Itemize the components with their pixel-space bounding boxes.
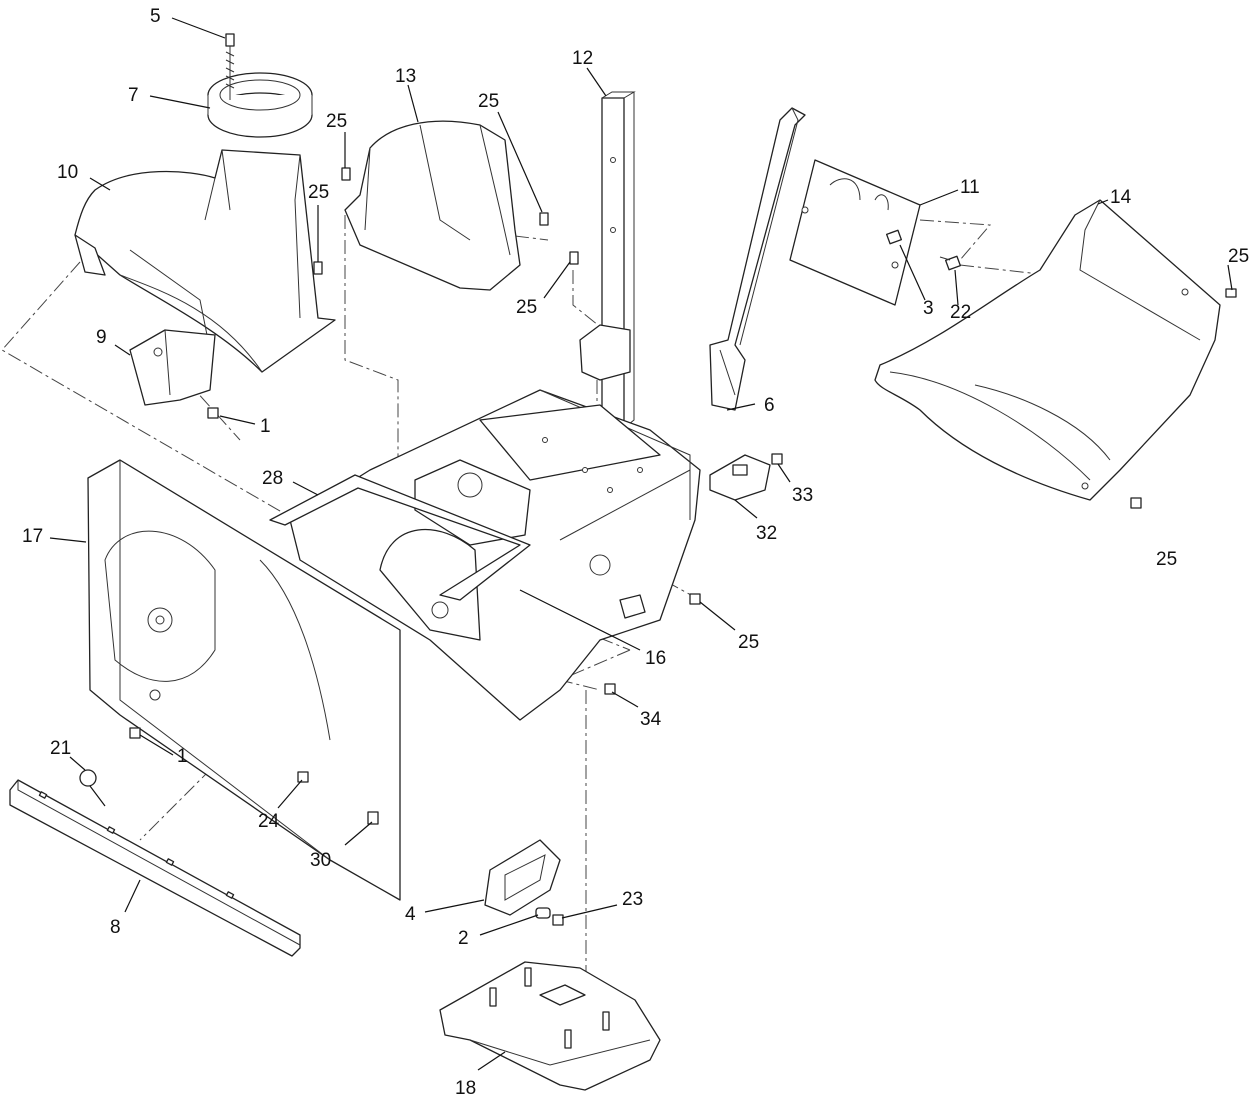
callout-13: 13 xyxy=(395,66,416,87)
main-frame xyxy=(289,389,701,721)
callout-28: 28 xyxy=(262,468,283,489)
callout-11: 11 xyxy=(960,177,980,198)
callout-18: 18 xyxy=(455,1078,476,1099)
callout-labels: 5 7 10 25 25 9 1 13 25 25 12 11 14 25 3 … xyxy=(22,6,1249,1099)
base-frame xyxy=(439,961,661,1091)
bracket-32 xyxy=(709,454,771,501)
callout-3: 3 xyxy=(923,298,934,319)
callout-17: 17 xyxy=(22,526,43,547)
fasteners xyxy=(79,167,1237,926)
belt-cover xyxy=(344,120,521,291)
callout-12: 12 xyxy=(572,48,593,69)
mounting-plate xyxy=(789,159,921,306)
callout-8: 8 xyxy=(110,917,121,938)
callout-1: 1 xyxy=(260,416,271,437)
discharge-chute xyxy=(74,149,336,373)
frame-gasket xyxy=(269,474,531,601)
callout-4: 4 xyxy=(405,904,416,925)
callout-25: 25 xyxy=(308,182,329,203)
auger-housing xyxy=(87,459,401,901)
callout-25: 25 xyxy=(1228,246,1249,267)
skid-shoe xyxy=(484,839,561,916)
callout-6: 6 xyxy=(764,395,775,416)
callout-1: 1 xyxy=(177,746,188,767)
callout-23: 23 xyxy=(622,889,643,910)
leader-lines xyxy=(49,17,1233,1071)
chute-deflector xyxy=(129,329,216,406)
scraper-bar xyxy=(9,779,301,957)
callout-7: 7 xyxy=(128,85,139,106)
side-shield xyxy=(874,199,1221,501)
callout-25: 25 xyxy=(738,632,759,653)
callout-30: 30 xyxy=(310,850,331,871)
handle-tube xyxy=(579,91,636,429)
callout-34: 34 xyxy=(640,709,662,730)
callout-24: 24 xyxy=(258,811,280,832)
callout-25: 25 xyxy=(1156,549,1177,570)
callout-9: 9 xyxy=(96,327,107,348)
callout-16: 16 xyxy=(645,648,666,669)
callout-33: 33 xyxy=(792,485,813,506)
callout-2: 2 xyxy=(458,928,469,949)
callout-32: 32 xyxy=(756,523,777,544)
chute-collar-ring xyxy=(207,72,313,138)
callout-25: 25 xyxy=(478,91,499,112)
callout-10: 10 xyxy=(57,162,78,183)
callout-25: 25 xyxy=(326,111,347,132)
callout-22: 22 xyxy=(950,302,971,323)
bolt-5 xyxy=(225,33,235,100)
callout-14: 14 xyxy=(1110,187,1132,208)
callout-25: 25 xyxy=(516,297,537,318)
callout-5: 5 xyxy=(150,6,161,27)
callout-21: 21 xyxy=(50,738,71,759)
chute-rod xyxy=(709,107,806,411)
hardware-3-22 xyxy=(886,229,961,271)
